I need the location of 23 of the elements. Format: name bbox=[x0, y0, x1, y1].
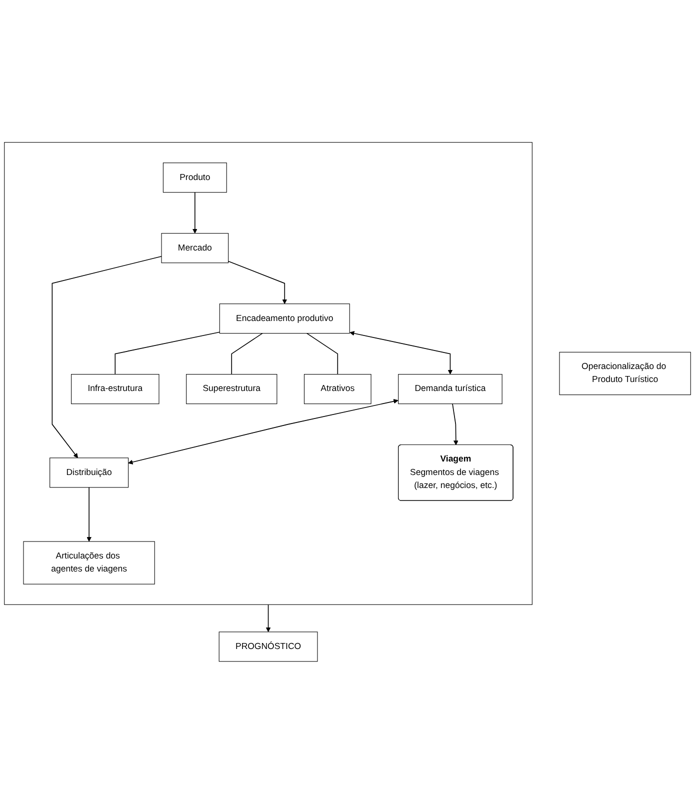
cluster bbox=[4, 142, 532, 605]
arrow bbox=[86, 487, 92, 542]
connector bbox=[231, 333, 263, 375]
node-box: PROGNÓSTICO bbox=[218, 632, 318, 662]
node-box: Operacionalização do Produto Turístico bbox=[559, 352, 691, 396]
node-box: Articulações dos agentes de viagens bbox=[23, 541, 155, 584]
arrow bbox=[350, 331, 453, 375]
arrow bbox=[266, 604, 271, 632]
node-box: Superestrutura bbox=[186, 374, 278, 404]
node-box: Produto bbox=[162, 162, 227, 193]
node-box: Demanda turística bbox=[398, 374, 502, 404]
connector bbox=[306, 333, 338, 375]
node-box: Mercado bbox=[161, 233, 229, 264]
arrow bbox=[192, 192, 198, 234]
arrow bbox=[128, 399, 398, 465]
node-box: Encadeamento produtivo bbox=[219, 304, 350, 334]
arrow bbox=[452, 404, 458, 446]
node-box: Atrativos bbox=[304, 374, 372, 404]
arrow bbox=[52, 256, 162, 458]
connector bbox=[114, 332, 220, 375]
arrow bbox=[228, 260, 288, 304]
node-box: Distribuição bbox=[50, 458, 129, 488]
node-box: Infra-estrutura bbox=[71, 374, 160, 404]
